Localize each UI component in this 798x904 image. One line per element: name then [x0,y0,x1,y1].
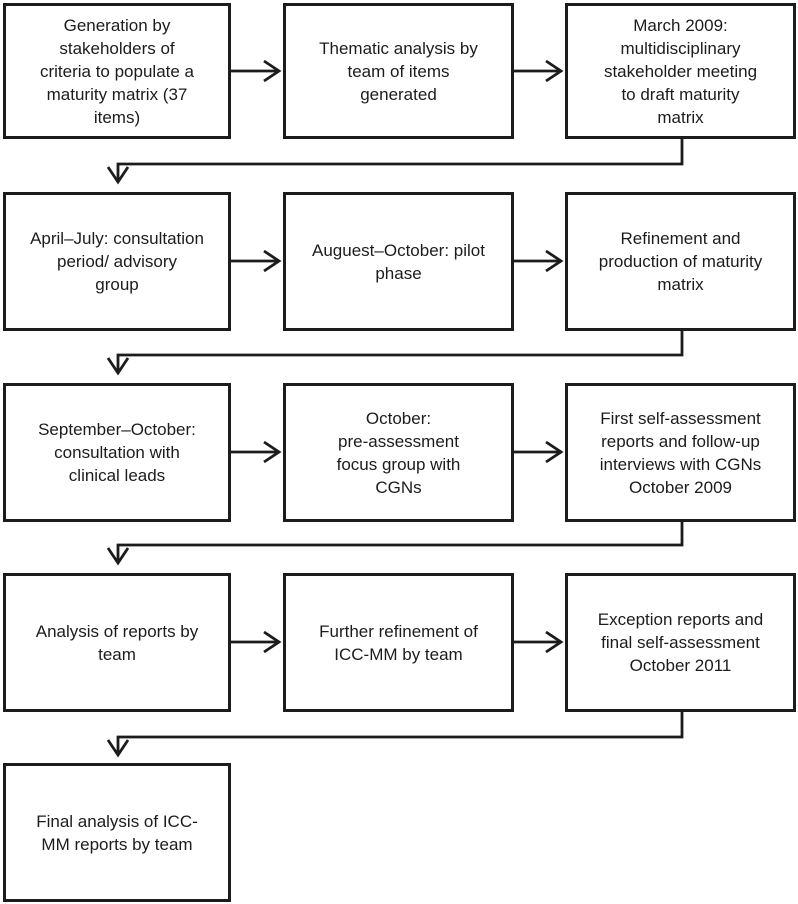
flow-step-matrix-refinement: Refinement and production of maturity ma… [565,192,796,331]
flow-step-label: Refinement and production of maturity ma… [598,229,763,294]
flow-step-further-refinement: Further refinement of ICC-MM by team [283,573,514,712]
arrow-right-icon [231,440,282,464]
flow-step-label: Analysis of reports by team [35,621,199,664]
arrow-elbow-down-icon [106,712,684,758]
arrow-elbow-down-icon [106,522,684,566]
arrow-elbow-down-icon [106,331,684,376]
flow-step-stakeholder-meeting: March 2009: multidisciplinary stakeholde… [565,3,796,139]
flow-step-label: Final analysis of ICC- MM reports by tea… [36,811,198,854]
flow-step-clinical-leads-consultation: September–October: consultation with cli… [3,383,231,522]
flow-step-final-analysis: Final analysis of ICC- MM reports by tea… [3,763,231,902]
arrow-right-icon [231,249,282,273]
flow-step-consultation-period: April–July: consultation period/ advisor… [3,192,231,331]
flow-step-label: October: pre-assessment focus group with… [336,408,461,497]
arrow-right-icon [514,249,564,273]
flow-step-label: March 2009: multidisciplinary stakeholde… [603,15,758,127]
arrow-right-icon [231,59,282,83]
flow-step-first-self-assessment: First self-assessment reports and follow… [565,383,796,522]
flow-step-exception-reports: Exception reports and final self-assessm… [565,573,796,712]
flow-step-label: April–July: consultation period/ advisor… [30,229,204,294]
flow-step-report-analysis: Analysis of reports by team [3,573,231,712]
flow-step-label: Exception reports and final self-assessm… [597,610,764,675]
flow-step-label: September–October: consultation with cli… [38,420,196,485]
flow-step-thematic-analysis: Thematic analysis by team of items gener… [283,3,514,139]
flow-step-label: Further refinement of ICC-MM by team [319,621,478,664]
flow-step-pilot-phase: Auguest–October: pilot phase [283,192,514,331]
arrow-elbow-down-icon [106,139,684,185]
flow-step-criteria-generation: Generation by stakeholders of criteria t… [3,3,231,139]
arrow-right-icon [514,630,564,654]
flow-step-label: Generation by stakeholders of criteria t… [39,15,195,127]
arrow-right-icon [231,630,282,654]
flow-step-focus-group: October: pre-assessment focus group with… [283,383,514,522]
flow-step-label: Auguest–October: pilot phase [312,240,485,283]
arrow-right-icon [514,59,564,83]
arrow-right-icon [514,440,564,464]
flow-step-label: Thematic analysis by team of items gener… [319,38,478,104]
flow-step-label: First self-assessment reports and follow… [599,408,762,497]
